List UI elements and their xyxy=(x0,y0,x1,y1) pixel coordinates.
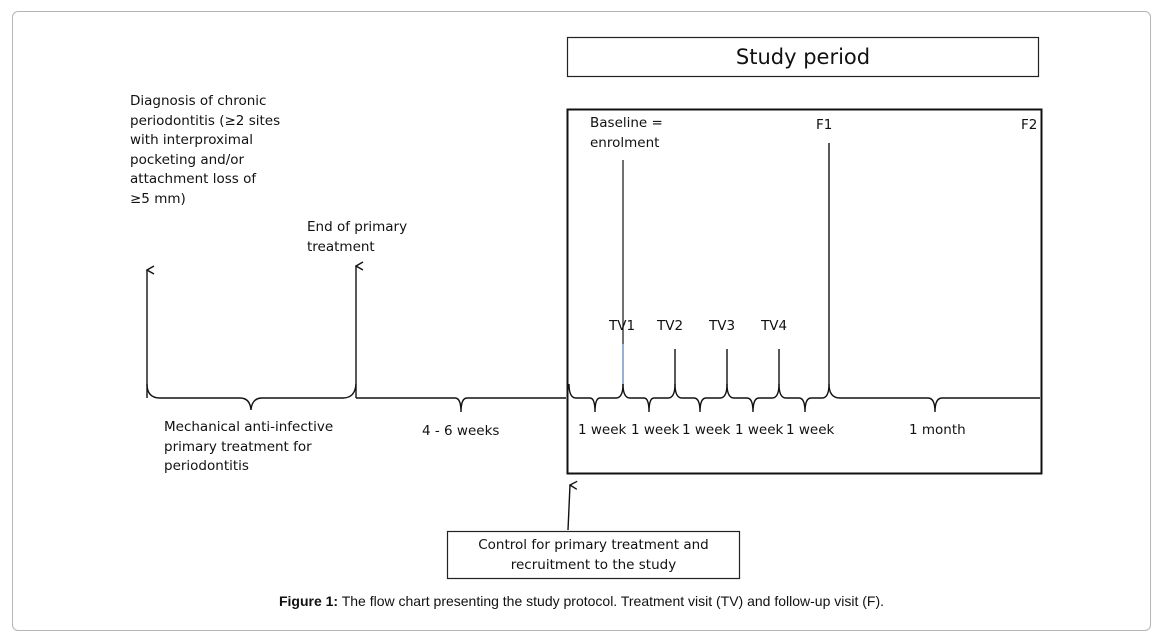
week-label-1: 1 week xyxy=(578,422,627,438)
weeks-4-6-label: 4 - 6 weeks xyxy=(422,423,500,439)
end-primary-label: End of primary treatment xyxy=(307,219,408,255)
figure-frame xyxy=(12,11,1151,631)
f2-label: F2 xyxy=(1021,117,1038,133)
tv4-label: TV4 xyxy=(761,318,788,334)
tv3-label: TV3 xyxy=(709,318,736,334)
caption-bold: Figure 1: xyxy=(278,593,339,609)
week-label-2: 1 week xyxy=(631,422,680,438)
timeline-brace-week-1 xyxy=(568,383,624,413)
timeline-brace-week-3 xyxy=(674,383,728,413)
month-label: 1 month xyxy=(909,422,966,438)
timeline-brace-month xyxy=(828,383,1040,413)
tv2-label: TV2 xyxy=(657,318,684,334)
timeline-brace-week-5 xyxy=(778,383,830,413)
week-label-5: 1 week xyxy=(786,422,835,438)
timeline-brace-4-6-weeks xyxy=(356,397,566,413)
week-label-4: 1 week xyxy=(735,422,784,438)
f1-label: F1 xyxy=(816,117,833,133)
mechanical-treatment-label: Mechanical anti-infective primary treatm… xyxy=(164,419,334,474)
study-period-box xyxy=(566,36,1040,78)
timeline-brace-primary xyxy=(146,383,357,411)
caption-text: The flow chart presenting the study prot… xyxy=(338,593,885,609)
baseline-label: Baseline = enrolment xyxy=(590,115,663,151)
figure-caption: Figure 1: The flow chart presenting the … xyxy=(0,593,1163,609)
tv1-label: TV1 xyxy=(609,318,636,334)
timeline-brace-week-2 xyxy=(622,383,676,413)
control-box xyxy=(446,530,741,580)
study-period-frame xyxy=(566,108,1043,475)
diagnosis-label: Diagnosis of chronic periodontitis (≥2 s… xyxy=(130,93,281,207)
control-arrow xyxy=(567,485,570,531)
study-period-title: Study period xyxy=(735,45,871,69)
week-label-3: 1 week xyxy=(682,422,731,438)
control-label: Control for primary treatment and recrui… xyxy=(478,537,709,573)
timeline-brace-week-4 xyxy=(726,383,780,413)
